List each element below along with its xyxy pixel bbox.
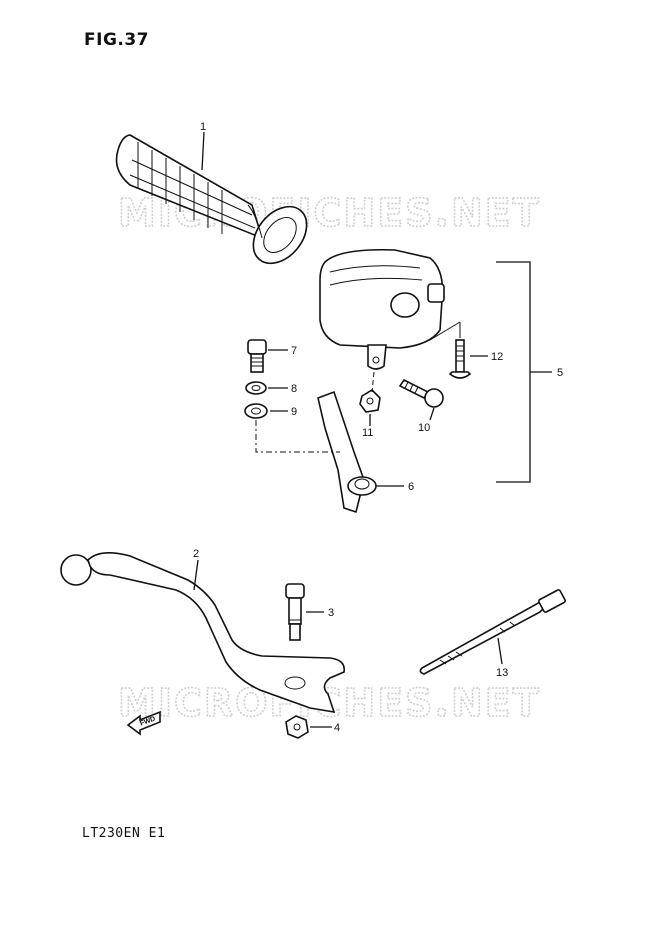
callout-8: 8 <box>291 383 297 395</box>
model-code: LT230EN E1 <box>82 826 166 841</box>
callout-5: 5 <box>557 367 563 379</box>
callout-2: 2 <box>193 548 199 560</box>
part-nut-4 <box>285 715 309 739</box>
callout-7: 7 <box>291 345 297 357</box>
part-brake-lever <box>60 552 346 714</box>
callout-9: 9 <box>291 406 297 418</box>
assembly-line-11 <box>371 371 375 393</box>
callout-6: 6 <box>408 481 414 493</box>
leader-lines <box>193 131 503 728</box>
part-bolt-7 <box>247 339 267 373</box>
callout-4: 4 <box>334 722 340 734</box>
part-lever-bracket <box>317 390 377 514</box>
part-nut-11 <box>359 388 381 413</box>
part-screw-12 <box>448 339 472 379</box>
callout-12: 12 <box>491 351 503 363</box>
part-switch-housing <box>319 248 445 370</box>
group-bracket-5 <box>496 261 552 483</box>
callout-3: 3 <box>328 607 334 619</box>
callout-11: 11 <box>362 427 373 439</box>
assembly-line-9 <box>255 420 340 453</box>
part-washer-8 <box>245 381 267 395</box>
callout-13: 13 <box>496 667 508 679</box>
assembly-line-housing <box>429 321 461 341</box>
part-cable-tie <box>419 589 566 675</box>
callout-10: 10 <box>418 422 430 434</box>
part-grip <box>115 134 308 265</box>
figure-title: FIG.37 <box>84 30 150 50</box>
part-screw-10 <box>398 378 444 408</box>
fwd-arrow-icon: FWD <box>126 710 161 736</box>
part-bolt-3 <box>285 583 305 641</box>
part-washer-9 <box>244 403 268 419</box>
callout-1: 1 <box>200 121 206 133</box>
